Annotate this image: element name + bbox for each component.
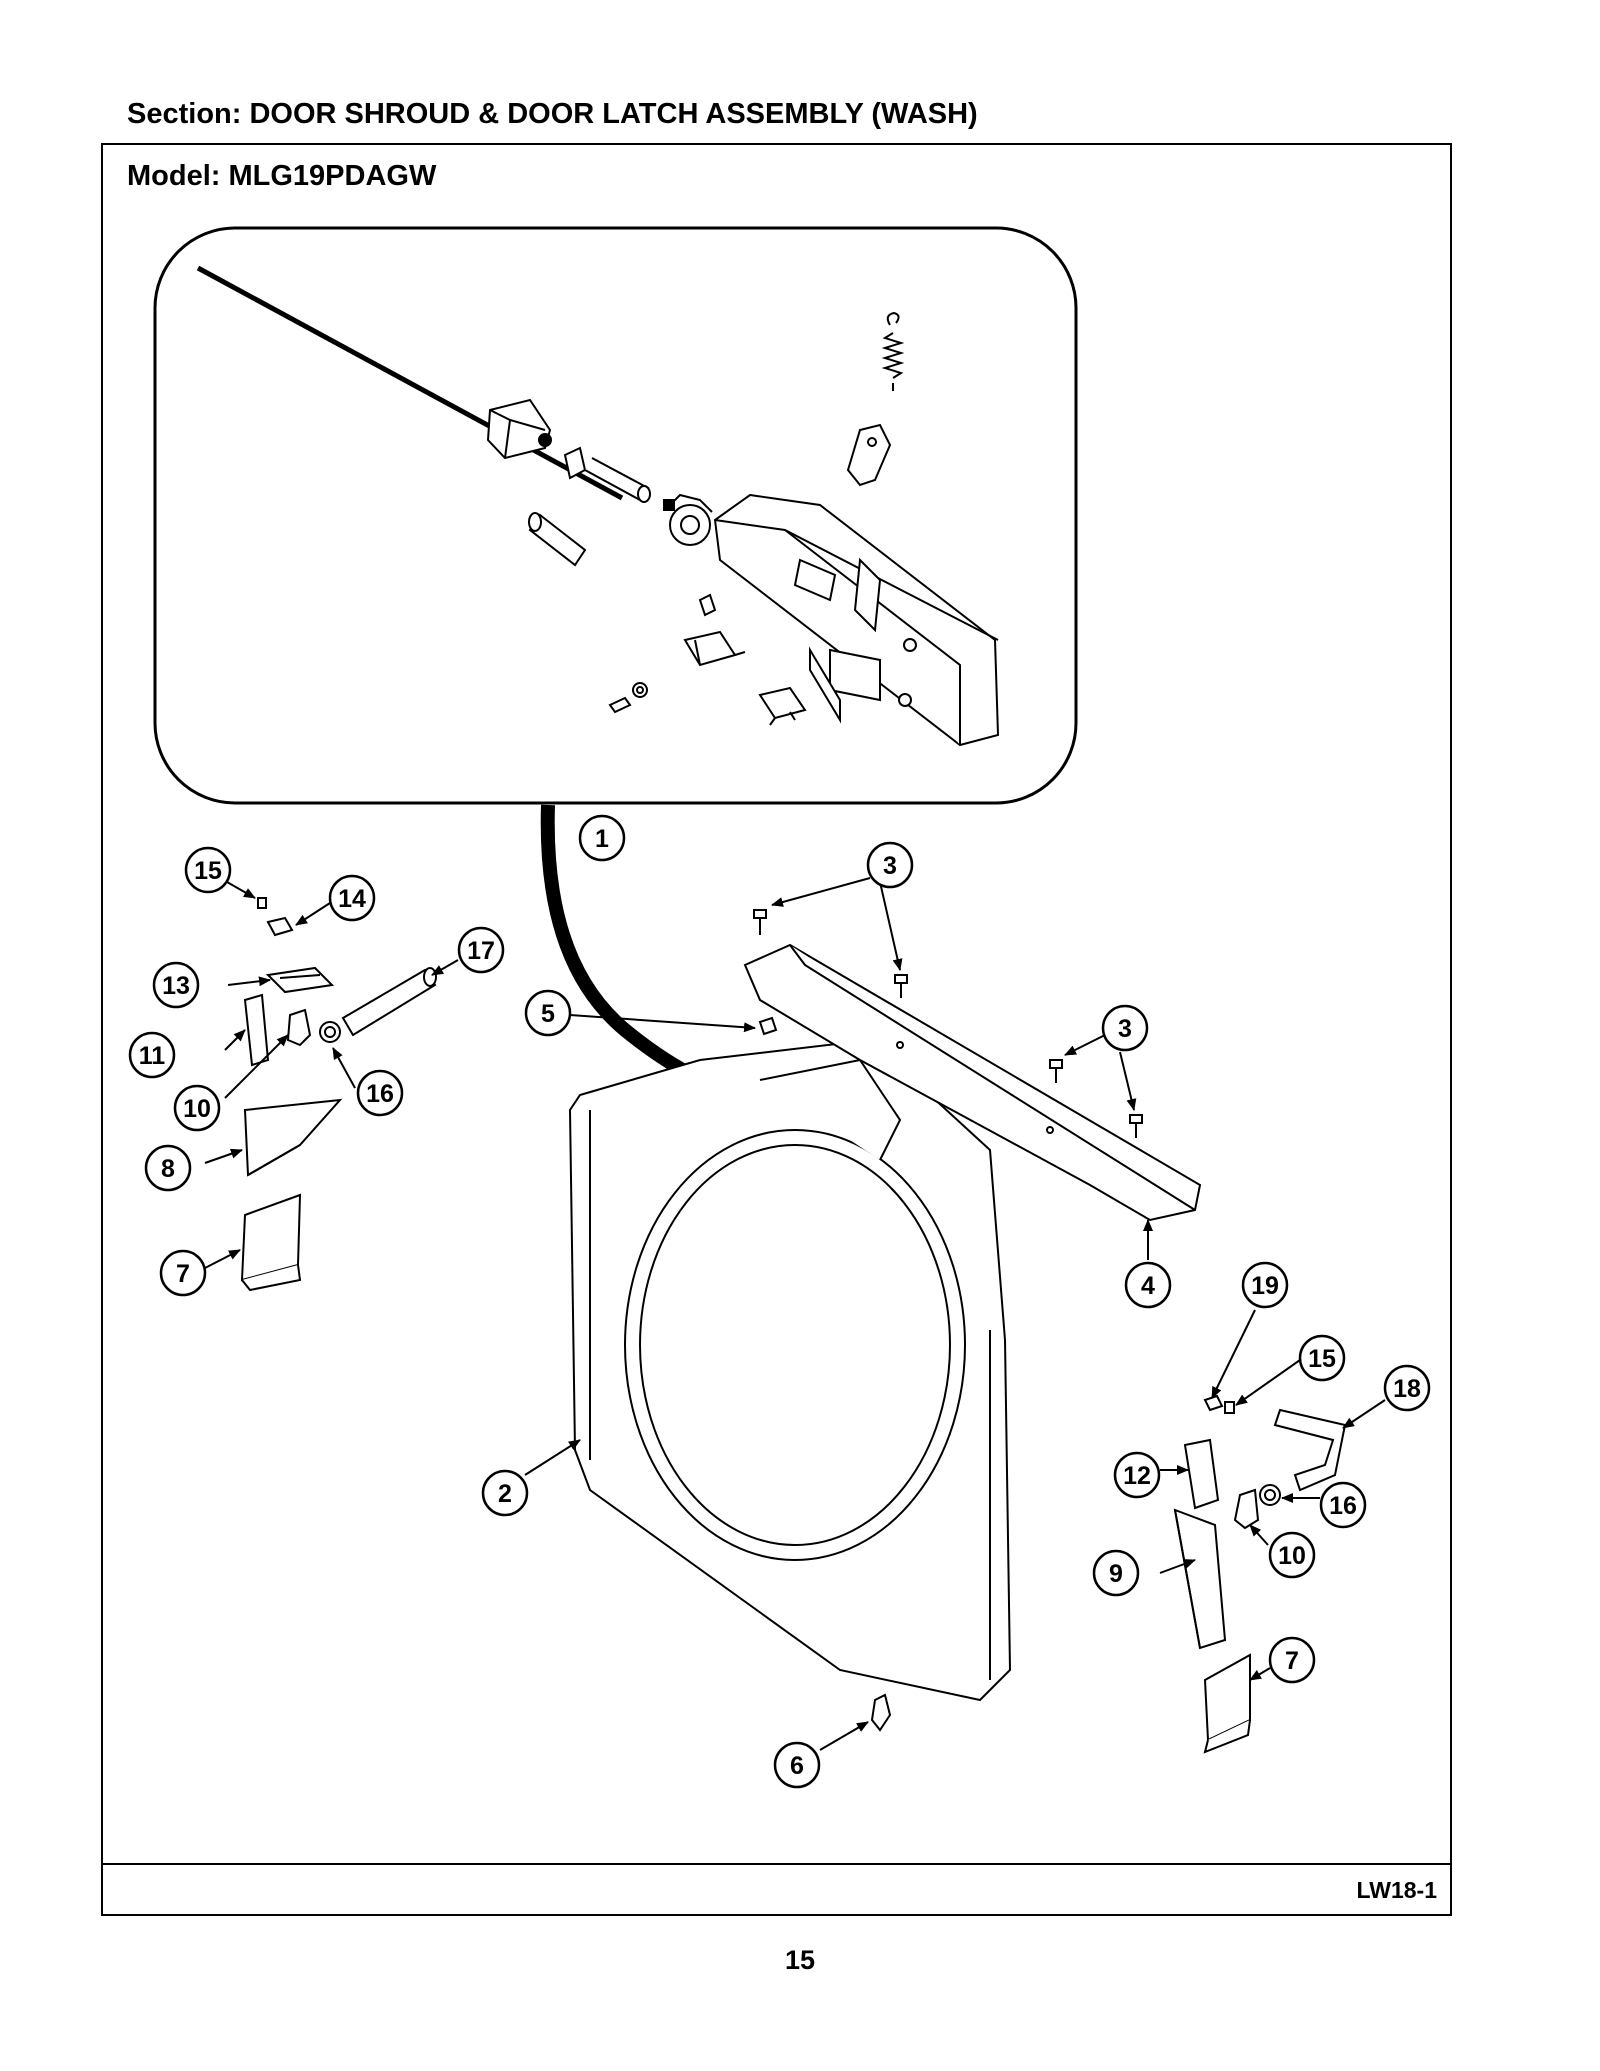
callout-12: 12 <box>1113 1451 1161 1499</box>
bracket-12-part <box>1183 1438 1220 1510</box>
screw-3d <box>1129 1114 1143 1138</box>
callout-11-label: 11 <box>139 1042 166 1070</box>
leader-lines <box>204 877 1386 1751</box>
bracket-11-part <box>243 993 270 1067</box>
page-number: 15 <box>784 1945 816 1975</box>
callout-2: 2 <box>481 1469 529 1517</box>
callout-7-left: 7 <box>159 1249 207 1297</box>
callout-13: 13 <box>152 961 200 1009</box>
callout-9: 9 <box>1092 1549 1140 1597</box>
spring-part <box>881 311 905 391</box>
callout-7-right-label: 7 <box>1285 1647 1299 1675</box>
cam-part <box>663 493 713 546</box>
elbow-10-right-part <box>1233 1488 1260 1530</box>
clip-19-part <box>1203 1394 1224 1412</box>
callout-2-label: 2 <box>498 1480 512 1508</box>
solenoid-part <box>486 398 552 460</box>
callout-13-label: 13 <box>162 972 190 1000</box>
callout-4: 4 <box>1124 1261 1172 1309</box>
latch-housing-part <box>713 493 1000 747</box>
callout-10-left-label: 10 <box>183 1095 211 1123</box>
callout-14-label: 14 <box>338 885 366 913</box>
callout-18: 18 <box>1383 1364 1431 1412</box>
callout-16-left: 16 <box>356 1069 404 1117</box>
callout-15-left: 15 <box>184 846 232 894</box>
callout-1: 1 <box>578 814 626 862</box>
screw-3c <box>1049 1059 1063 1083</box>
callout-10-right: 10 <box>1268 1531 1316 1579</box>
duct-9-part <box>1173 1508 1227 1650</box>
callout-7-left-label: 7 <box>176 1260 190 1288</box>
elbow-10-left-part <box>286 1008 312 1047</box>
callout-8: 8 <box>144 1144 192 1192</box>
screw-3b <box>894 974 908 998</box>
callout-7-right: 7 <box>1268 1636 1316 1684</box>
callout-4-label: 4 <box>1141 1272 1155 1300</box>
clip-15-left-part <box>257 897 267 909</box>
callout-3-upper: 3 <box>866 841 914 889</box>
hose-18-part <box>1273 1408 1347 1492</box>
callout-15-right-label: 15 <box>1308 1345 1336 1373</box>
callout-3-lower-label: 3 <box>1118 1015 1132 1043</box>
callout-3-lower: 3 <box>1101 1004 1149 1052</box>
latch-detail-inset <box>153 226 1078 805</box>
clip-5-part <box>758 1016 778 1036</box>
hinge-14-part <box>266 916 294 937</box>
footer-rule <box>101 1863 1452 1865</box>
door-shroud-part <box>568 1038 1012 1702</box>
reference-code: LW18-1 <box>1356 1877 1437 1903</box>
plunger-part <box>563 446 651 503</box>
callout-16-right-label: 16 <box>1329 1492 1357 1520</box>
callout-6-label: 6 <box>790 1752 804 1780</box>
duct-7-left-part <box>240 1193 302 1292</box>
callout-8-label: 8 <box>161 1155 175 1183</box>
lever-part <box>846 423 892 487</box>
clamp-16-left-part <box>319 1021 341 1043</box>
callout-19-label: 19 <box>1251 1272 1279 1300</box>
callout-3-upper-label: 3 <box>883 852 897 880</box>
callout-15-left-label: 15 <box>194 857 222 885</box>
callout-5-label: 5 <box>541 1000 555 1028</box>
callout-17-label: 17 <box>467 937 495 965</box>
section-title: Section: DOOR SHROUD & DOOR LATCH ASSEMB… <box>127 98 978 130</box>
diagram-frame <box>101 143 1452 1916</box>
callout-1-label: 1 <box>595 825 609 853</box>
duct-8-part <box>243 1098 343 1177</box>
sleeve-part <box>528 512 587 567</box>
callout-10-right-label: 10 <box>1278 1542 1306 1570</box>
clip-15-right-part <box>1224 1401 1235 1414</box>
clamp-16-right-part <box>1259 1484 1281 1506</box>
callout-19: 19 <box>1241 1261 1289 1309</box>
callout-16-left-label: 16 <box>366 1080 394 1108</box>
hose-17-part <box>341 967 437 1037</box>
model-title: Model: MLG19PDAGW <box>127 160 437 192</box>
screw-3a <box>753 909 767 935</box>
callout-15-right: 15 <box>1298 1334 1346 1382</box>
duct-7-right-part <box>1203 1653 1251 1754</box>
callout-11: 11 <box>128 1031 176 1079</box>
switch-part-lower <box>758 686 807 726</box>
callout-12-label: 12 <box>1123 1462 1151 1490</box>
clip-part <box>698 593 717 617</box>
switch-part <box>683 630 746 667</box>
clip-6-part <box>870 1693 892 1732</box>
tray-13-part <box>265 966 335 994</box>
screw-part <box>608 682 648 714</box>
callout-9-label: 9 <box>1109 1560 1123 1588</box>
callout-16-right: 16 <box>1319 1481 1367 1529</box>
callout-14: 14 <box>328 874 376 922</box>
callout-10-left: 10 <box>173 1084 221 1132</box>
callout-6: 6 <box>773 1741 821 1789</box>
main-assembly <box>240 804 1347 1754</box>
callout-18-label: 18 <box>1393 1375 1421 1403</box>
callout-17: 17 <box>457 926 505 974</box>
callout-5: 5 <box>524 989 572 1037</box>
